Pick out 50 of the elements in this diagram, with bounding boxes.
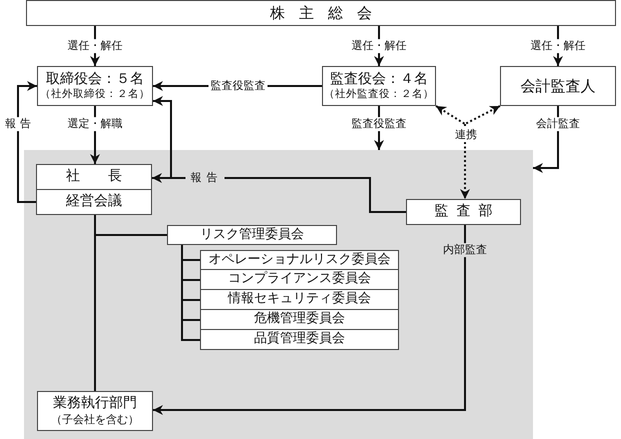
org-box [36, 190, 152, 215]
shaded-region [24, 150, 533, 439]
node-label: 情報セキュリティ委員会 [228, 291, 371, 308]
node-label: オペレーショナルリスク委員会 [208, 252, 390, 268]
edge-label: 報告 [186, 171, 224, 185]
org-box [406, 199, 521, 225]
node-label: 会計監査人 [520, 76, 596, 96]
edge-label: 選任・解任 [350, 39, 408, 53]
node-label: 品質管理委員会 [254, 331, 345, 348]
node-label: コンプライアンス委員会 [228, 271, 371, 288]
node-sublabel: （社外監査役：２名） [324, 88, 434, 102]
committee-box [200, 290, 399, 310]
committee-box [167, 225, 337, 245]
arrow [153, 225, 466, 415]
org-box [322, 66, 436, 106]
org-box [37, 391, 153, 431]
org-box [36, 164, 152, 190]
dotted-arrow [460, 124, 470, 199]
arrow [152, 173, 171, 183]
edge-label: 選定・解職 [66, 117, 124, 131]
edge-label: 内部監査 [441, 243, 489, 257]
edge-label: 選任・解任 [66, 39, 124, 53]
committee-box [200, 330, 399, 350]
dotted-arrow [435, 105, 466, 125]
node-label: リスク管理委員会 [200, 226, 304, 244]
connector-line [94, 215, 167, 236]
org-box [500, 66, 616, 106]
committee-box [200, 250, 399, 270]
dotted-arrow [464, 105, 500, 125]
node-sublabel: （子会社を含む） [51, 412, 139, 427]
node-label: 監査部 [434, 203, 500, 221]
node-label: 株主総会 [269, 4, 386, 22]
committee-box [200, 310, 399, 330]
node-label: 危機管理委員会 [254, 311, 345, 328]
node-label: 監査役会：４名 [330, 70, 428, 88]
arrow [153, 96, 172, 178]
org-box [26, 0, 616, 26]
node-label: 取締役会：５名 [46, 70, 144, 88]
node-sublabel: （社外取締役：２名） [40, 88, 150, 102]
edge-label: 監査役監査 [350, 117, 408, 131]
committee-box [200, 270, 399, 290]
node-label: 業務執行部門 [53, 395, 137, 413]
edge-label: 選任・解任 [528, 39, 588, 53]
edge-label: 会計監査 [534, 117, 582, 131]
edge-label: 監査役監査 [208, 79, 268, 93]
org-box [37, 66, 153, 106]
node-label: 社長 [66, 168, 150, 186]
edge-label: 連携 [453, 128, 479, 142]
arrow [17, 81, 37, 203]
node-label: 経営会議 [66, 193, 122, 211]
